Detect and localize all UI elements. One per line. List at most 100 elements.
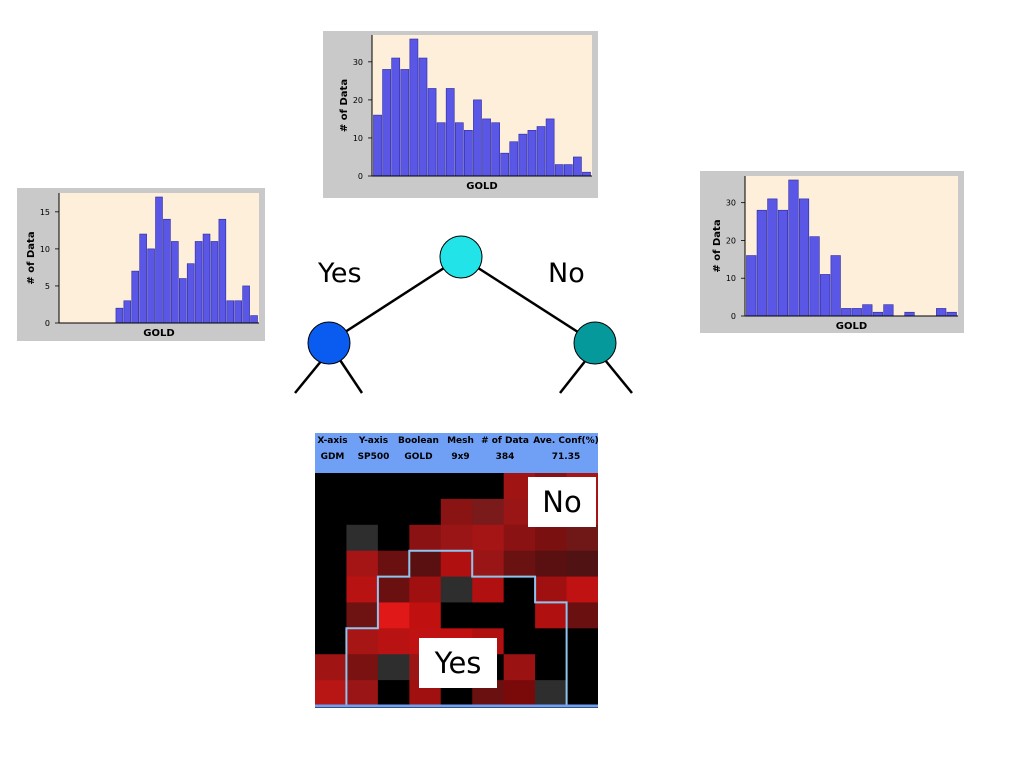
heatmap-cell — [472, 498, 505, 526]
heatmap-cell — [377, 524, 410, 552]
heatmap-cell — [535, 628, 568, 655]
histogram-bar — [473, 99, 482, 177]
heatmap-cell — [566, 680, 598, 707]
tree-edge-right-child-b — [604, 359, 633, 394]
heatmap-panel: X-axis Y-axis Boolean Mesh # of Data Ave… — [315, 433, 599, 708]
heatmap-cell — [566, 654, 598, 681]
histogram-bar — [830, 255, 841, 317]
histogram-bar — [946, 311, 957, 317]
heatmap-no-label: No — [528, 477, 596, 527]
histogram-bar — [179, 278, 187, 324]
header-num-data: # of Data — [481, 436, 529, 446]
histogram-bar — [536, 126, 546, 177]
histogram-bar — [756, 209, 767, 317]
heatmap-cell — [503, 524, 536, 552]
decision-tree — [294, 235, 633, 394]
heatmap-cell — [315, 680, 347, 707]
heatmap-cell — [346, 550, 379, 578]
histogram-bar — [427, 88, 437, 177]
heatmap-cell — [346, 680, 379, 707]
heatmap-cell — [409, 602, 442, 629]
heatmap-yes-label: Yes — [419, 638, 497, 688]
histogram-bar — [234, 300, 242, 324]
heatmap-cell — [472, 524, 505, 552]
histogram-bar — [798, 198, 810, 317]
histogram-bar — [582, 171, 591, 177]
histogram-bar — [454, 122, 464, 177]
heatmap-grid — [315, 473, 598, 708]
heatmap-cell — [503, 680, 536, 707]
heatmap-cell — [377, 550, 410, 578]
histogram-bar — [115, 307, 124, 324]
heatmap-cell — [377, 576, 410, 603]
heatmap-cell — [346, 654, 379, 681]
heatmap-cell — [472, 602, 505, 629]
y-axis-label: # of Data — [26, 231, 37, 284]
y-tick-label: 0 — [731, 312, 736, 321]
header-boolean: Boolean — [398, 436, 439, 446]
histogram-bar — [194, 241, 203, 324]
heatmap-cell — [440, 576, 473, 603]
y-tick-label: 10 — [353, 134, 363, 143]
histogram-bar — [242, 285, 250, 324]
y-tick-label: 0 — [358, 172, 363, 181]
heatmap-cell — [440, 473, 473, 500]
histogram-bar — [400, 69, 410, 177]
heatmap-cell — [503, 576, 536, 603]
heatmap-cell — [472, 576, 505, 603]
heatmap-cell — [535, 602, 568, 629]
heatmap-cell — [409, 498, 442, 526]
heatmap-cell — [346, 498, 379, 526]
heatmap-cell — [503, 654, 536, 681]
tree-edge-right-child-a — [559, 359, 587, 394]
heatmap-cell — [346, 628, 379, 655]
heatmap-cell — [346, 473, 379, 500]
heatmap-cell — [377, 473, 410, 500]
y-tick-label: 10 — [40, 245, 50, 254]
histogram-bar — [373, 114, 382, 177]
y-tick-label: 30 — [353, 58, 363, 67]
heatmap-cell — [409, 576, 442, 603]
histogram-bar — [171, 241, 179, 324]
tree-left-node — [307, 321, 351, 365]
heatmap-cell — [566, 576, 598, 603]
value-mesh: 9x9 — [451, 452, 470, 462]
heatmap-cell — [535, 550, 568, 578]
heatmap-cell — [503, 550, 536, 578]
heatmap-cell — [315, 498, 347, 526]
heatmap-cell — [566, 524, 598, 552]
tree-edge-left-child-a — [294, 359, 323, 394]
histogram-bar — [250, 315, 258, 324]
heatmap-cell — [535, 524, 568, 552]
heatmap-cell — [409, 550, 442, 578]
histogram-bar — [155, 196, 163, 324]
y-tick-label: 20 — [353, 96, 363, 105]
header-x-axis: X-axis — [317, 436, 348, 446]
histogram-bar — [210, 241, 219, 324]
histogram-bar — [509, 141, 519, 177]
histogram-bar — [820, 274, 831, 317]
histogram-bar — [123, 300, 132, 324]
histogram-bar — [872, 311, 883, 317]
value-ave-conf: 71.35 — [551, 452, 581, 462]
heatmap-cell — [315, 654, 347, 681]
histogram-bar — [809, 236, 820, 317]
histogram-bar — [445, 88, 455, 177]
value-x-axis: GDM — [320, 452, 345, 462]
heatmap-cell — [377, 654, 410, 681]
histogram-bar — [500, 152, 510, 177]
heatmap-cell — [346, 576, 379, 603]
yes-region-outline — [345, 549, 568, 706]
heatmap-header: X-axis Y-axis Boolean Mesh # of Data Ave… — [315, 433, 599, 473]
heatmap-cell — [377, 602, 410, 629]
heatmap-cell — [440, 498, 473, 526]
header-ave-conf: Ave. Conf(%) — [533, 436, 599, 446]
histogram-bar — [841, 308, 852, 317]
heatmap-cell — [409, 473, 442, 500]
heatmap-cell — [315, 628, 347, 655]
y-tick-label: 20 — [726, 236, 736, 245]
heatmap-cell — [440, 550, 473, 578]
histogram-bar — [862, 304, 873, 317]
